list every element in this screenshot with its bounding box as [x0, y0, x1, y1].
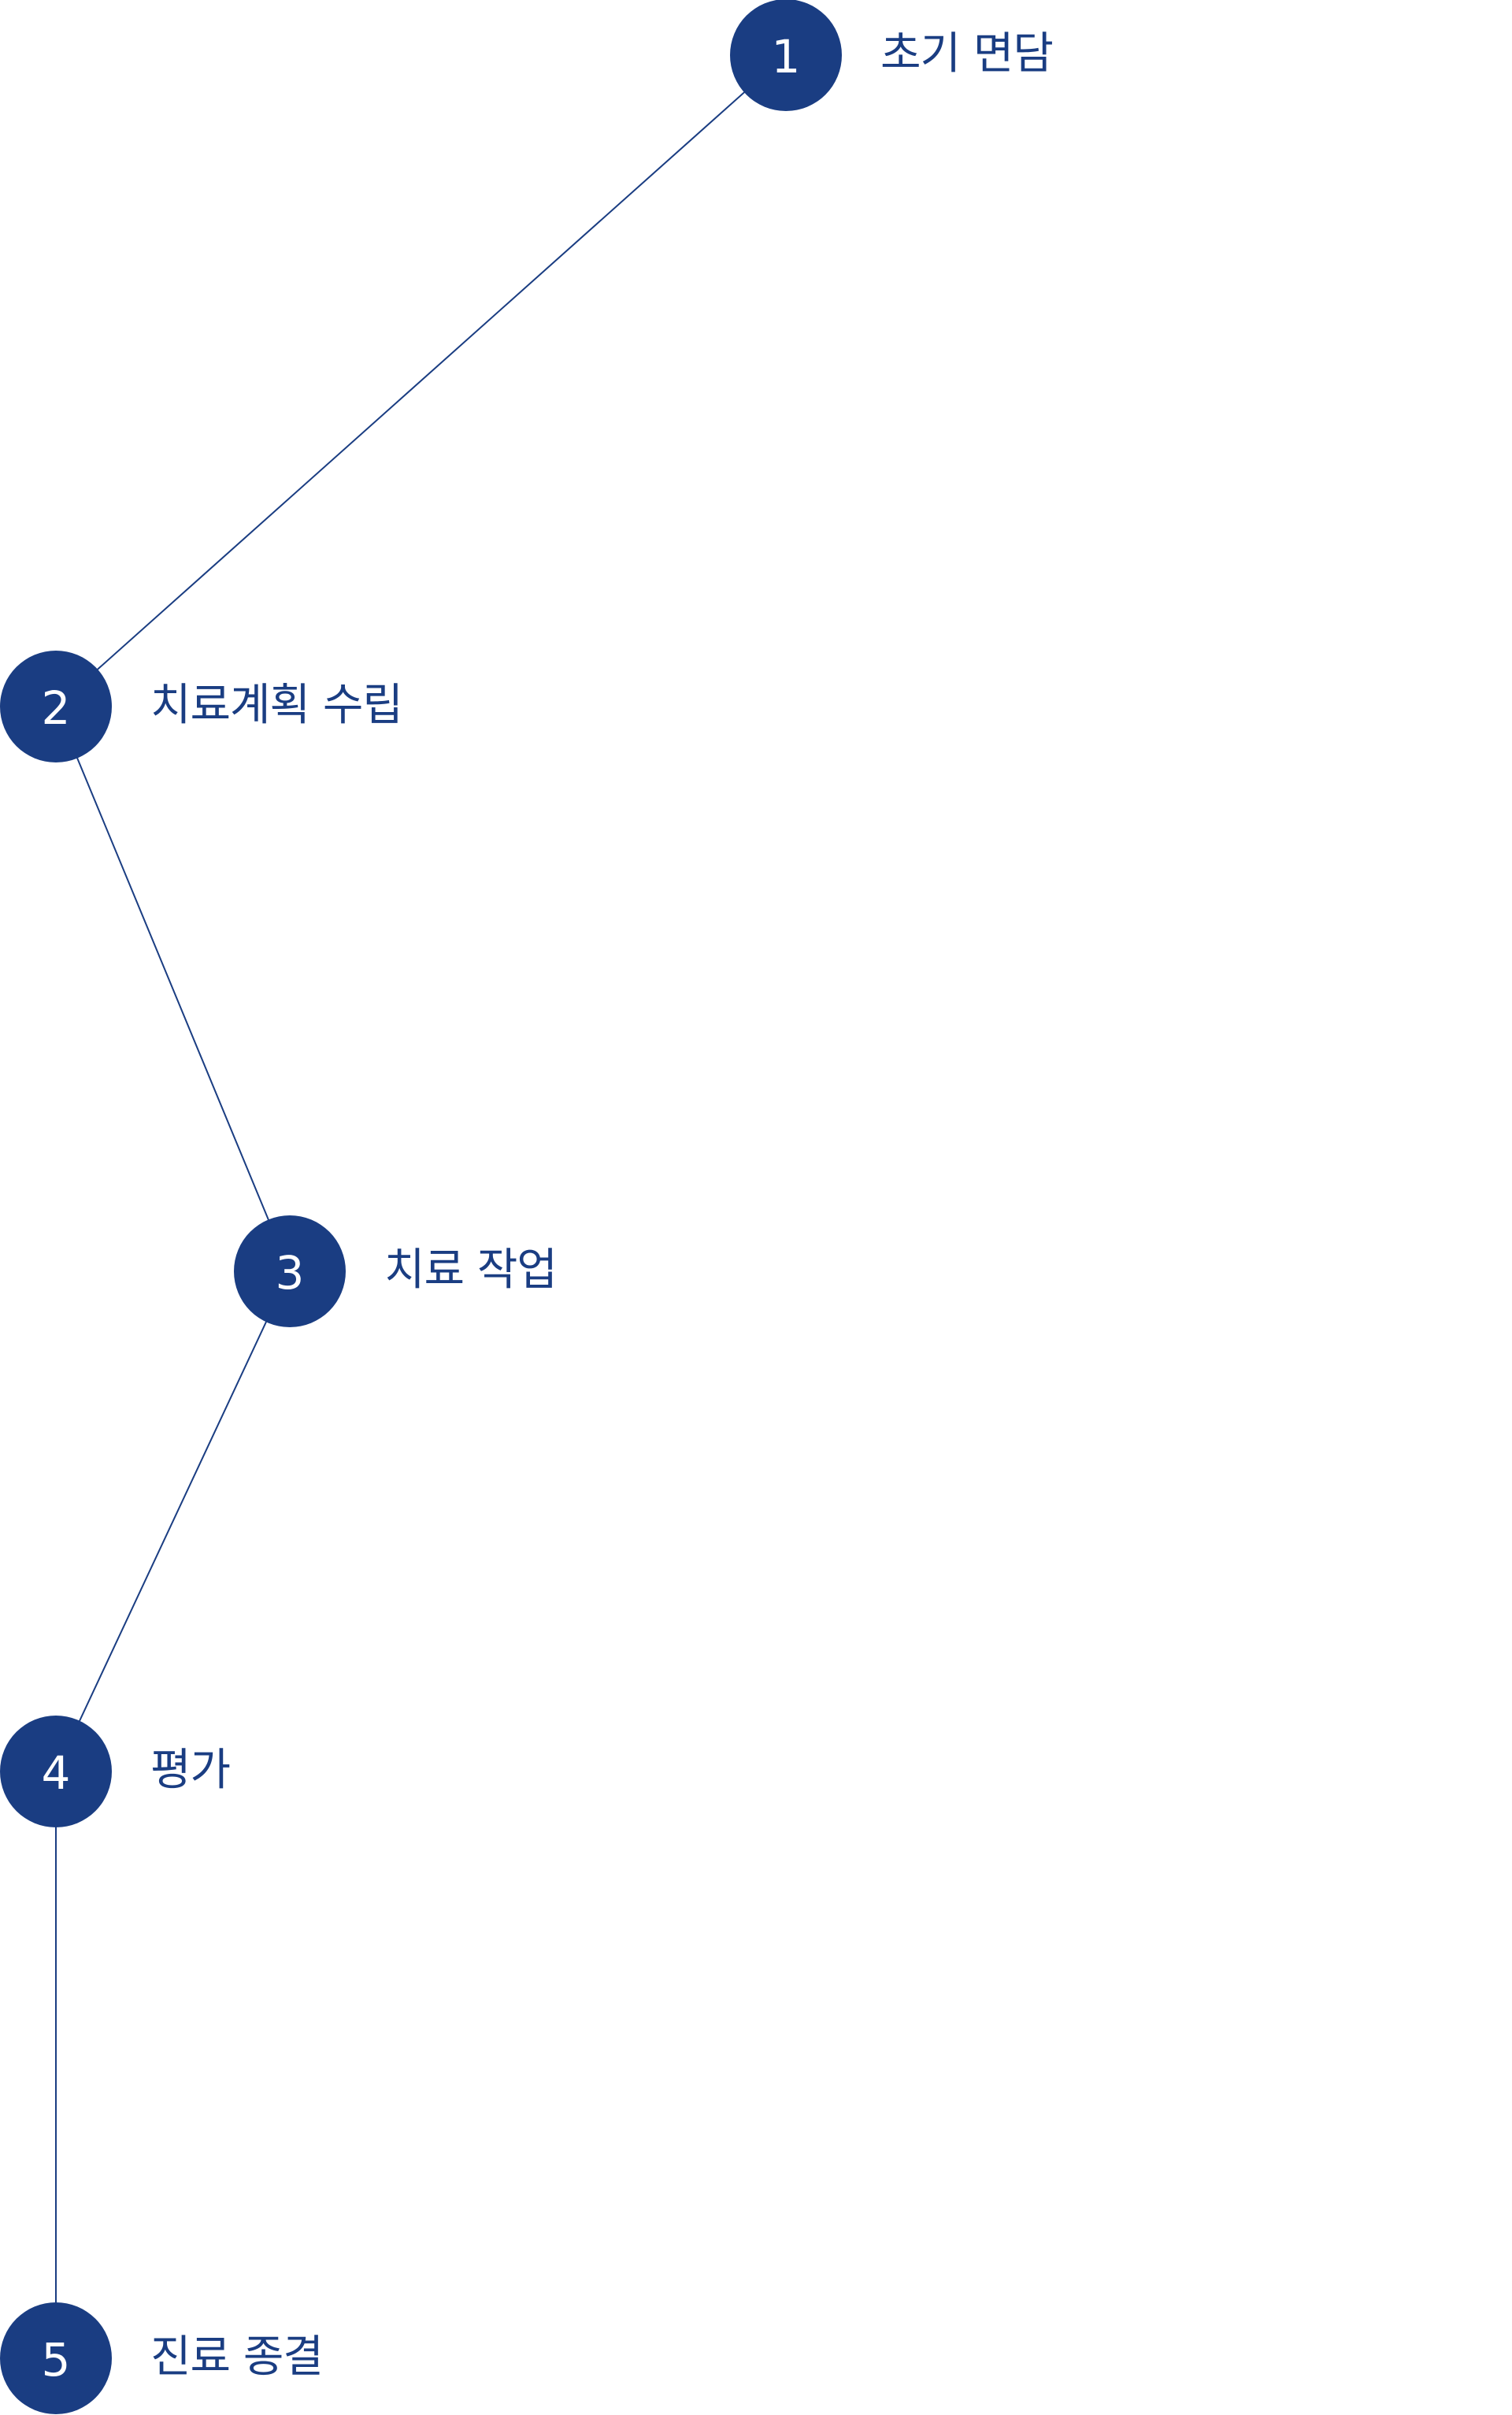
- step-node-4: 4 평가: [0, 1716, 231, 1827]
- step-label: 치료계획 수립: [150, 680, 402, 731]
- step-label: 초기 면담: [880, 28, 1053, 80]
- step-circle: [234, 1215, 346, 1327]
- step-label: 치료 작업: [384, 1245, 557, 1296]
- step-number: 1: [772, 30, 801, 83]
- step-circle: [0, 2302, 112, 2414]
- step-node-1: 1 초기 면담: [730, 0, 1054, 111]
- step-circle: [0, 651, 112, 762]
- step-number: 3: [276, 1246, 305, 1300]
- step-number: 2: [42, 681, 71, 735]
- step-node-5: 5 진료 종결: [0, 2302, 324, 2414]
- connector-line-1-2: [55, 54, 787, 707]
- step-nodes: 1 초기 면담 2 치료계획 수립 3 치료 작업 4 평가 5 진료 종결: [0, 0, 1054, 2414]
- connector-lines: [55, 54, 787, 2358]
- step-label: 진료 종결: [150, 2332, 323, 2383]
- step-circle: [0, 1716, 112, 1827]
- step-number: 5: [42, 2333, 71, 2387]
- step-label: 평가: [150, 1745, 230, 1796]
- connector-line-2-3: [55, 706, 291, 1272]
- connector-line-3-4: [55, 1271, 291, 1772]
- step-circle: [730, 0, 842, 111]
- step-node-2: 2 치료계획 수립: [0, 651, 403, 762]
- step-number: 4: [42, 1746, 71, 1800]
- step-node-3: 3 치료 작업: [234, 1215, 558, 1327]
